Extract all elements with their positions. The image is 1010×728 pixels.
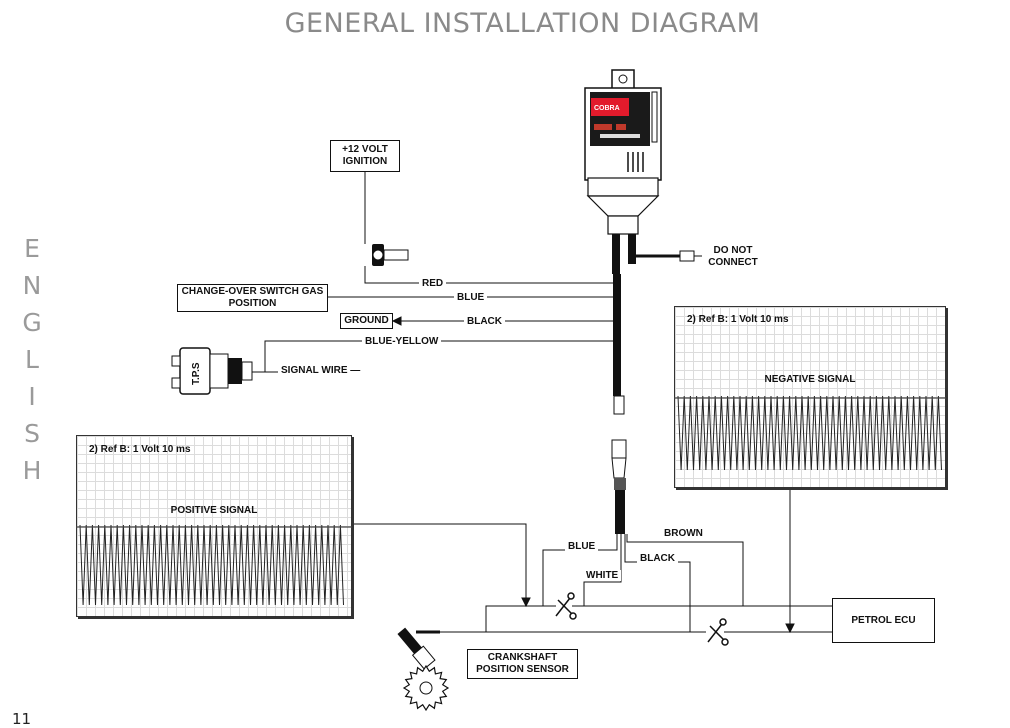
ignition-box: +12 VOLT IGNITION [330,140,400,172]
harness-wires [252,172,613,373]
wire-label-red: RED [419,278,447,289]
tps-sensor: T.P.S [171,347,253,395]
changeover-switch-box: CHANGE-OVER SWITCH GAS POSITION [177,284,328,312]
tps-label: T.P.S [191,362,202,385]
positive-signal-panel: 2) Ref B: 1 Volt 10 ms POSITIVE SIGNAL [76,435,352,617]
negative-signal-panel: 2) Ref B: 1 Volt 10 ms NEGATIVE SIGNAL [674,306,946,488]
cobra-module: COBRA [584,69,662,235]
page-title: GENERAL INSTALLATION DIAGRAM [284,8,761,39]
wire-label-blue: BLUE [454,292,488,303]
panel-signal-label: NEGATIVE SIGNAL [764,374,856,385]
wire-label-white: WHITE [583,570,622,581]
cut-mark-icon [707,618,729,646]
crankshaft-sensor-box: CRANKSHAFT POSITION SENSOR [467,649,578,679]
wire-label-brown: BROWN [661,528,706,539]
side-letter: I [28,382,36,411]
side-letter: E [24,234,40,263]
cut-mark-icon [555,592,577,620]
signal-wire-label: SIGNAL WIRE — [278,365,364,376]
wire-label-black-bottom: BLACK [637,553,678,564]
panel-ref-label: 2) Ref B: 1 Volt 10 ms [89,444,191,455]
module-brand: COBRA [594,105,620,112]
main-harness [611,234,702,534]
side-letter: N [22,271,42,300]
ground-box: GROUND [340,313,393,329]
do-not-connect-label: DO NOT CONNECT [704,245,762,269]
ecu-wiring [352,490,832,634]
positive-waveform [76,524,352,606]
side-letter: H [22,456,42,485]
petrol-ecu-box: PETROL ECU [832,598,935,643]
panel-signal-label: POSITIVE SIGNAL [170,505,258,516]
negative-waveform [674,395,946,471]
side-letter: L [25,345,39,374]
crankshaft-sensor [397,627,450,712]
side-letter: S [24,419,40,448]
side-letter: G [22,308,42,337]
wire-label-black: BLACK [464,316,505,327]
wire-label-blue-yellow: BLUE-YELLOW [362,336,442,347]
ignition-connector [372,244,409,266]
wire-label-blue-bottom: BLUE [565,541,599,552]
panel-ref-label: 2) Ref B: 1 Volt 10 ms [687,314,789,325]
